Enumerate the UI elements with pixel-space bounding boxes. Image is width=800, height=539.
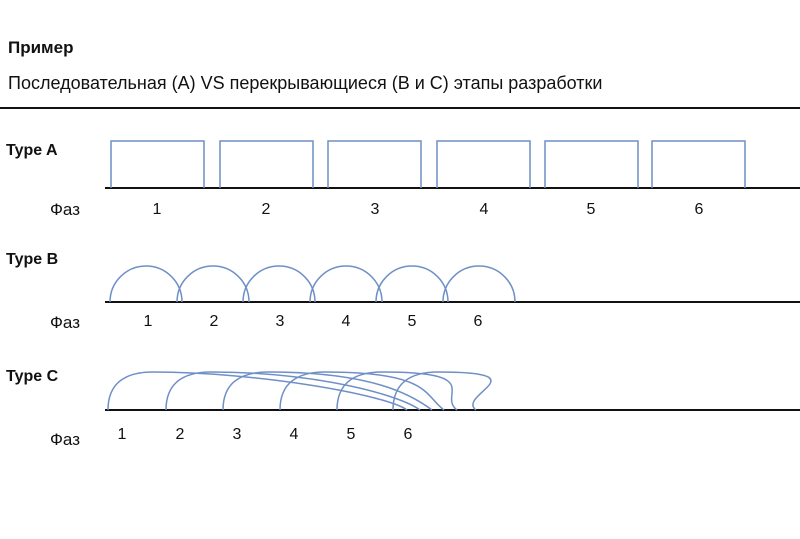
type-b-phase-arc-4 [309, 265, 383, 303]
type-a-phase-box-6 [651, 140, 746, 188]
type-c-phase-arc-2 [165, 371, 421, 411]
header-divider [0, 107, 800, 109]
type-b-phase-4: 4 [341, 313, 351, 330]
type-c-phase-3: 3 [232, 426, 242, 443]
type-a-phase-box-3 [327, 140, 422, 188]
type-c-phase-arc-1 [107, 371, 408, 411]
type-b-phase-arc-2 [176, 265, 250, 303]
type-c-phase-arc-5 [336, 371, 458, 411]
type-b-phase-6: 6 [473, 313, 483, 330]
type-a-phase-box-2 [219, 140, 314, 188]
type-a-phase-5: 5 [586, 201, 596, 218]
type-b-phase-1: 1 [143, 313, 153, 330]
type-b-phase-arc-5 [375, 265, 449, 303]
type-b-phase-arc-6 [442, 265, 516, 303]
type-a-phase-4: 4 [479, 201, 489, 218]
type-c-phase-label: Фаз [50, 430, 80, 449]
type-c-phase-6: 6 [403, 426, 413, 443]
type-c-phase-arc-4 [279, 371, 445, 411]
type-a-label: Type A [6, 142, 58, 159]
type-b-phase-arc-3 [242, 265, 316, 303]
type-b-phase-3: 3 [275, 313, 285, 330]
type-a-phase-box-4 [436, 140, 531, 188]
type-b-phase-arc-1 [109, 265, 183, 303]
type-a-phase-3: 3 [370, 201, 380, 218]
type-a-phase-6: 6 [694, 201, 704, 218]
type-b-phase-5: 5 [407, 313, 417, 330]
type-c-phase-1: 1 [117, 426, 127, 443]
type-a-phase-box-1 [110, 140, 205, 188]
type-c-phase-2: 2 [175, 426, 185, 443]
type-c-phase-4: 4 [289, 426, 299, 443]
type-a-phase-1: 1 [152, 201, 162, 218]
type-b-phase-2: 2 [209, 313, 219, 330]
type-a-phase-box-5 [544, 140, 639, 188]
type-c-phase-5: 5 [346, 426, 356, 443]
type-a-phase-label: Фаз [50, 200, 80, 219]
diagram-heading: Пример [8, 38, 74, 57]
type-a-phase-2: 2 [261, 201, 271, 218]
type-b-label: Type B [6, 251, 59, 268]
type-c-phase-arc-6 [392, 371, 492, 411]
diagram-subtitle: Последовательная (A) VS перекрывающиеся … [8, 73, 603, 93]
type-b-phase-label: Фаз [50, 313, 80, 332]
type-c-label: Type C [6, 368, 59, 385]
type-c-phase-arc-3 [222, 371, 433, 411]
